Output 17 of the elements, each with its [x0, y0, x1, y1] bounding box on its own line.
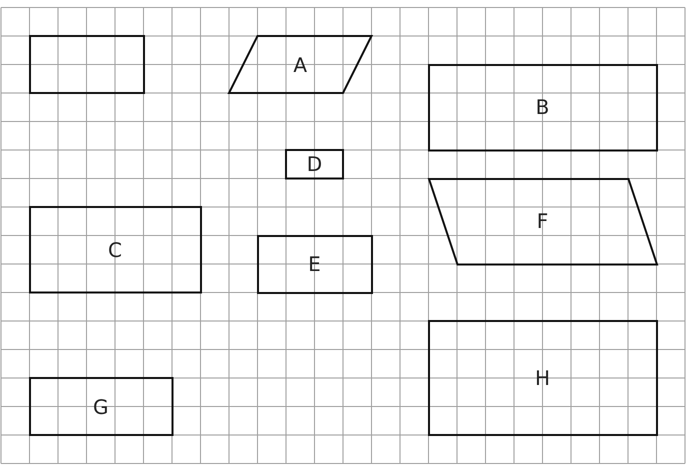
- rectangle: [30, 207, 200, 292]
- shape-letter: C: [108, 238, 122, 262]
- shape-letter: E: [308, 252, 321, 276]
- shape-letter: F: [536, 209, 548, 234]
- shape-letter: D: [306, 152, 322, 176]
- rectangle: [258, 236, 372, 292]
- rectangle: [30, 378, 172, 435]
- shape-letter: A: [293, 52, 308, 76]
- shape-letter: B: [536, 95, 550, 120]
- rectangle: [286, 150, 343, 178]
- shape-letter: G: [93, 394, 108, 418]
- parallelogram: [428, 178, 656, 264]
- rectangle: [30, 36, 144, 93]
- rectangle: [428, 64, 656, 150]
- rectangle: [428, 321, 656, 435]
- parallelogram: [229, 36, 372, 93]
- shape-letter: H: [534, 366, 550, 390]
